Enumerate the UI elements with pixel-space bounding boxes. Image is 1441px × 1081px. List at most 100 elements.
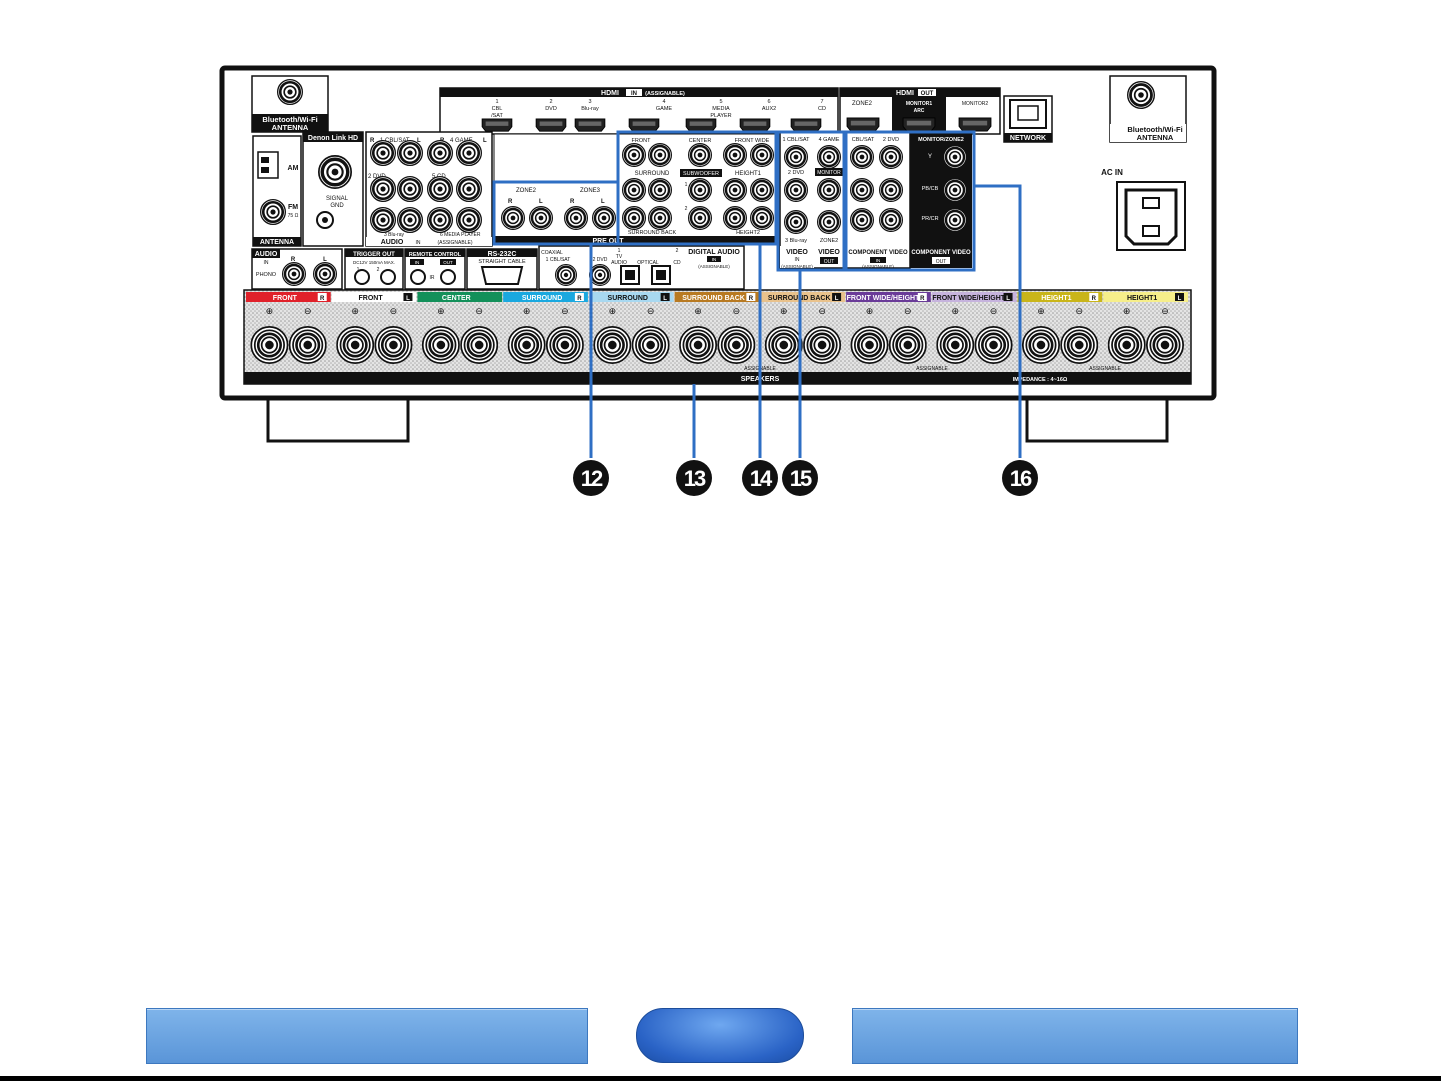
preout-jack-1[interactable] xyxy=(622,143,646,167)
speaker-terminal-plus-10[interactable] xyxy=(1021,326,1060,364)
hdmi-in-port-5[interactable] xyxy=(685,118,717,132)
component-out-jack-3[interactable] xyxy=(943,208,967,232)
remote-in-jack[interactable] xyxy=(410,269,426,285)
video-jack-1[interactable] xyxy=(784,145,808,169)
audio-in-jack-8[interactable] xyxy=(456,176,482,202)
video-jack-5[interactable] xyxy=(817,178,841,202)
hdmi-in-port-3[interactable] xyxy=(574,118,606,132)
video-jack-2[interactable] xyxy=(784,178,808,202)
speaker-terminal-plus-11[interactable] xyxy=(1107,326,1146,364)
preout-jack-10[interactable] xyxy=(750,178,774,202)
component-out-jack-2[interactable] xyxy=(943,178,967,202)
speaker-ch-box-6 xyxy=(746,293,756,301)
trigger-spec: DC12V 150mA MAX. xyxy=(353,260,395,265)
preout-jack-14[interactable] xyxy=(723,206,747,230)
preout-jack-8[interactable] xyxy=(688,178,712,202)
speaker-terminal-plus-4[interactable] xyxy=(507,326,546,364)
speaker-terminal-minus-3[interactable] xyxy=(460,326,499,364)
speaker-terminal-minus-1[interactable] xyxy=(288,326,327,364)
preout-jack-2[interactable] xyxy=(648,143,672,167)
zone-preout-jack-1[interactable] xyxy=(501,206,525,230)
audio-in-jack-2[interactable] xyxy=(397,140,423,166)
zone-preout-jack-2[interactable] xyxy=(529,206,553,230)
remote-out-jack[interactable] xyxy=(440,269,456,285)
audio-in-jack-7[interactable] xyxy=(427,176,453,202)
preout-jack-7[interactable] xyxy=(648,178,672,202)
previous-page-button[interactable] xyxy=(146,1008,588,1064)
video-jack-3[interactable] xyxy=(784,210,808,234)
speaker-terminal-minus-4[interactable] xyxy=(545,326,584,364)
component-in-jack-4[interactable] xyxy=(879,178,903,202)
component-in-jack-1[interactable] xyxy=(850,145,874,169)
speaker-terminal-plus-1[interactable] xyxy=(250,326,289,364)
home-button[interactable] xyxy=(636,1008,804,1063)
zone-preout-jack-4[interactable] xyxy=(592,206,616,230)
speaker-terminal-minus-2[interactable] xyxy=(374,326,413,364)
component-in-jack-6[interactable] xyxy=(879,208,903,232)
speaker-terminal-minus-7[interactable] xyxy=(803,326,842,364)
speaker-terminal-plus-7[interactable] xyxy=(764,326,803,364)
audio-in-jack-10[interactable] xyxy=(397,207,423,233)
coaxial-1-jack[interactable] xyxy=(555,264,577,286)
component-in-jack-5[interactable] xyxy=(850,208,874,232)
rs232-port[interactable] xyxy=(480,266,524,285)
phono-r-jack[interactable] xyxy=(282,262,306,286)
hdmi-in-port-6[interactable] xyxy=(739,118,771,132)
preout-jack-5[interactable] xyxy=(750,143,774,167)
fm-jack[interactable] xyxy=(260,199,286,225)
audio-in-jack-3[interactable] xyxy=(427,140,453,166)
speaker-terminal-minus-5[interactable] xyxy=(631,326,670,364)
audio-in-jack-11[interactable] xyxy=(427,207,453,233)
preout-jack-9[interactable] xyxy=(723,178,747,202)
hdmi-in-port-1[interactable] xyxy=(481,118,513,132)
preout-jack-11[interactable] xyxy=(622,206,646,230)
speaker-terminal-plus-6[interactable] xyxy=(679,326,718,364)
phono-l-jack[interactable] xyxy=(313,262,337,286)
trigger-2-jack[interactable] xyxy=(380,269,396,285)
hdmi-in-port-4[interactable] xyxy=(628,118,660,132)
video-jack-6[interactable] xyxy=(817,210,841,234)
component-in-jack-3[interactable] xyxy=(850,178,874,202)
coaxial-2-jack[interactable] xyxy=(589,264,611,286)
trigger-title: TRIGGER OUT xyxy=(353,252,395,258)
audio-in-jack-9[interactable] xyxy=(370,207,396,233)
hdmi-in-port-2[interactable] xyxy=(535,118,567,132)
hdmi-out-monitor1-port[interactable] xyxy=(902,117,936,132)
video-jack-4[interactable] xyxy=(817,145,841,169)
network-port[interactable]: NETWORK xyxy=(1003,95,1053,143)
trigger-1-jack[interactable] xyxy=(354,269,370,285)
preout-jack-3[interactable] xyxy=(688,143,712,167)
zone-preout-jack-3[interactable] xyxy=(564,206,588,230)
speaker-terminal-minus-10[interactable] xyxy=(1060,326,1099,364)
speaker-terminal-plus-8[interactable] xyxy=(850,326,889,364)
speaker-terminal-minus-9[interactable] xyxy=(974,326,1013,364)
preout-jack-12[interactable] xyxy=(648,206,672,230)
am-terminal[interactable] xyxy=(257,151,279,179)
component-in-jack-2[interactable] xyxy=(879,145,903,169)
hdmi-in-port-7[interactable] xyxy=(790,118,822,132)
audio-in-jack-1[interactable] xyxy=(370,140,396,166)
preout-jack-13[interactable] xyxy=(688,206,712,230)
hdmi-out-zone2-port[interactable] xyxy=(846,117,880,132)
audio-in-jack-5[interactable] xyxy=(370,176,396,202)
audio-in-jack-6[interactable] xyxy=(397,176,423,202)
speaker-terminal-plus-3[interactable] xyxy=(421,326,460,364)
audio-in-jack-12[interactable] xyxy=(456,207,482,233)
hdmi-out-monitor2-port[interactable] xyxy=(958,117,992,132)
preout-jack-15[interactable] xyxy=(750,206,774,230)
preout-jack-4[interactable] xyxy=(723,143,747,167)
speaker-terminal-minus-8[interactable] xyxy=(888,326,927,364)
speaker-ch-2: L xyxy=(406,296,410,302)
denon-link-jack[interactable] xyxy=(318,155,352,189)
preout-jack-6[interactable] xyxy=(622,178,646,202)
audio-in-jack-4[interactable] xyxy=(456,140,482,166)
bt-antenna-right[interactable]: Bluetooth/Wi-Fi ANTENNA xyxy=(1109,75,1187,143)
speaker-terminal-plus-2[interactable] xyxy=(336,326,375,364)
speaker-terminal-plus-5[interactable] xyxy=(593,326,632,364)
speaker-terminal-minus-11[interactable] xyxy=(1146,326,1184,364)
bt-antenna-left[interactable]: Bluetooth/Wi-Fi ANTENNA xyxy=(251,75,329,133)
speaker-terminal-plus-9[interactable] xyxy=(936,326,975,364)
speaker-terminal-minus-6[interactable] xyxy=(717,326,756,364)
component-out-jack-1[interactable] xyxy=(943,145,967,169)
next-page-button[interactable] xyxy=(852,1008,1298,1064)
